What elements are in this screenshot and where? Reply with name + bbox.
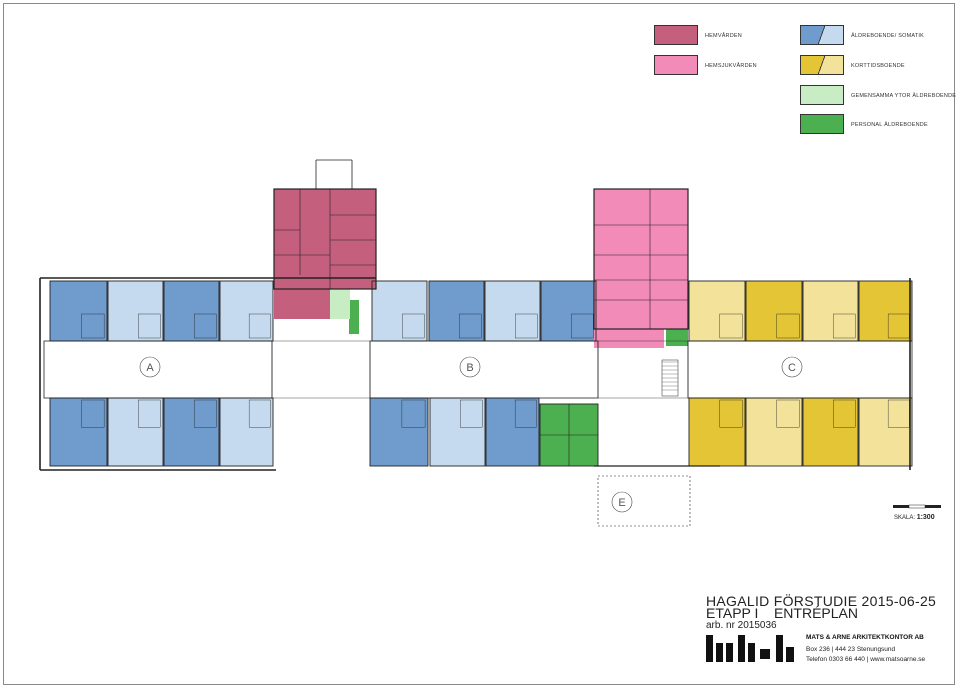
link-east [597,340,689,399]
bathroom [401,399,426,428]
bathroom [194,399,217,428]
apartment-center-top [541,281,596,341]
bathroom [138,313,161,339]
apartment-center-top [372,281,427,341]
bathroom [719,399,743,428]
bathroom [776,313,800,339]
bathroom [460,399,483,428]
zone-label: B [466,362,473,374]
legend-swatch [800,25,844,45]
hemsjukvarden-outline [593,188,689,330]
apartment-east-bottom [746,398,802,466]
arb-number: arb. nr 2015036 [706,620,777,631]
zone-circle [781,356,803,378]
bathroom [81,313,105,339]
bathroom [833,313,856,339]
link-west [271,340,371,399]
drawing-title: HAGALID FÖRSTUDIE 2015-06-25 [706,593,937,609]
zone-circle [611,491,633,513]
apartment-center-bottom [370,398,428,466]
bathroom [81,399,105,428]
scale-label: SKALA: 1:300 [894,514,935,521]
corridor-center [369,340,599,399]
apartment-west-bottom [220,398,273,466]
apartment-west-top [164,281,219,341]
apartment-center-bottom [486,398,539,466]
apartment-center-bottom [430,398,485,466]
drawing-frame [3,3,955,685]
staff-room [349,300,359,334]
zone-markers: A B C E [139,356,803,513]
apartment-east-bottom [689,398,745,466]
legend-swatch [654,55,698,75]
apartment-east-bottom [803,398,858,466]
legend-swatch [800,55,844,75]
hemvarden-block [274,275,330,319]
plan-color-fills [50,189,912,466]
apartment-west-top [108,281,163,341]
apartment-west-top [50,281,107,341]
bathroom [515,313,538,339]
bathroom [833,399,856,428]
zone-circle [459,356,481,378]
company-name: MATS & ARNE ARKITEKTKONTOR AB [806,634,924,641]
apartment-west-bottom [108,398,163,466]
company-address: Box 236 | 444 23 Stenungsund [806,646,896,653]
bathroom [571,313,594,339]
zone-circle [139,356,161,378]
legend-label: PERSONAL ÄLDREBOENDE [851,122,928,128]
apartment-center-top [485,281,540,341]
legend-swatch [800,114,844,134]
bathroom [514,399,537,428]
apartment-west-bottom [50,398,107,466]
bathroom [459,313,482,339]
company-logo [706,635,794,662]
scale-bar [893,504,941,509]
zone-label: A [146,362,154,374]
legend-swatch [800,85,844,105]
legend-label: KORTTIDSBOENDE [851,63,905,69]
apartment-east-top [746,281,802,341]
apartment-east-top [689,281,745,341]
legend-label: GEMENSAMMA YTOR ÄLDREBOENDE [851,93,957,99]
entrance-canopy [597,475,691,527]
apartment-west-top [220,281,273,341]
apartment-center-top [429,281,484,341]
plan-walls [39,159,913,527]
bathroom [194,313,217,339]
legend-label: ÄLDREBOENDE/ SOMATIK [851,33,924,39]
zone-label: E [618,497,625,509]
legend-label: HEMVÅRDEN [705,33,742,39]
apartment-east-bottom [859,398,912,466]
bathroom [402,313,425,339]
company-phone: Telefon 0303 66 440 | www.matsoarne.se [806,656,926,663]
legend-label: HEMSJUKVÅRDEN [705,63,757,69]
apartment-east-top [803,281,858,341]
bathroom [248,313,271,339]
apartment-west-bottom [164,398,219,466]
hemvarden-outline [273,188,377,290]
zone-label: C [788,362,796,374]
hemsjukvarden-block [594,300,664,348]
bathroom [776,399,800,428]
drawing-subtitle: ETAPP I ENTRÉPLAN [706,605,858,621]
apartment-east-top [859,281,912,341]
bathroom [138,399,161,428]
bathroom [248,399,271,428]
bathroom [719,313,743,339]
hemvarden-block [274,189,376,289]
legend-swatch [654,25,698,45]
